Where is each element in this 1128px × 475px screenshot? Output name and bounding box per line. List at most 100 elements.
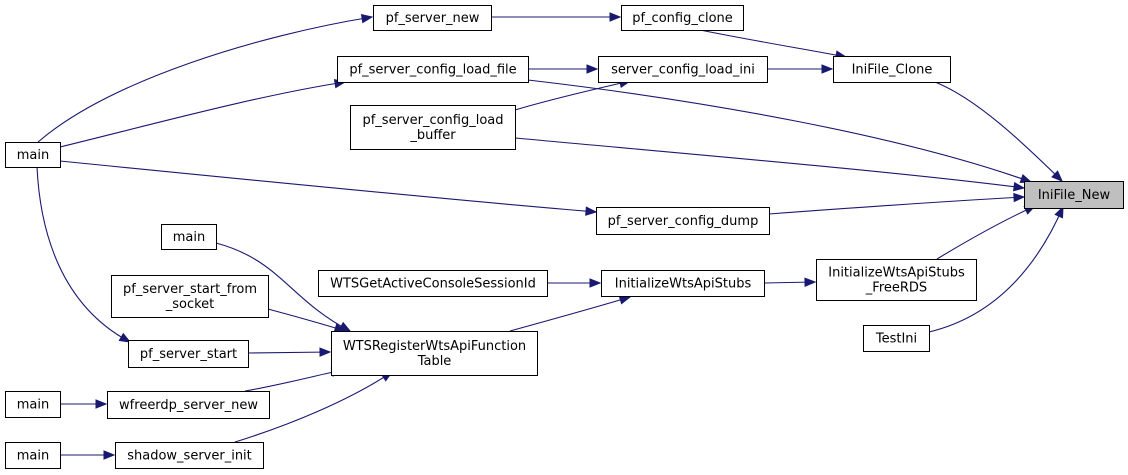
edge-line-pf_config_clone-to-inifile_clone [699, 29, 847, 58]
edge-main_left-to-pf_server_config_load_file [59, 78, 347, 148]
node-box [373, 5, 492, 31]
arrowhead-pf_server_config_load_buffer-to-inifile_new [1012, 181, 1026, 192]
arrowhead-main_left-to-pf_server_start [118, 332, 132, 343]
node-box [128, 340, 249, 368]
node-label: pf_server_new [386, 11, 480, 26]
node-testini[interactable]: TestIni [863, 325, 930, 352]
node-wfreerdp_server_new[interactable]: wfreerdp_server_new [107, 391, 270, 419]
arrowhead-pf_server_new-to-pf_config_clone [609, 12, 622, 22]
node-inifile_clone[interactable]: IniFile_Clone [833, 56, 951, 83]
node-pf_server_start[interactable]: pf_server_start [128, 340, 249, 368]
node-box [331, 331, 538, 376]
arrowhead-pf_server_config_dump-to-inifile_new [1013, 192, 1026, 203]
edge-initializewtsapistubs_freerds-to-inifile_new [936, 205, 1037, 260]
edge-line-wfreerdp_server_new-to-wtsregisterwtsapifunctiontable [244, 369, 343, 392]
node-label: pf_server_config_load_file [349, 63, 516, 78]
node-pf_server_new[interactable]: pf_server_new [373, 5, 492, 31]
node-box [337, 56, 529, 83]
edge-line-main_mid-to-wtsregisterwtsapifunctiontable [215, 242, 351, 332]
node-pf_config_clone[interactable]: pf_config_clone [621, 5, 744, 31]
node-label: _buffer [409, 128, 456, 143]
node-box [596, 207, 770, 235]
arrowhead-main_left-to-pf_server_config_dump [585, 206, 598, 216]
edge-line-shadow_server_init-to-wtsregisterwtsapifunctiontable [234, 371, 393, 443]
arrowhead-pf_server_config_load_file-to-server_config_load_ini [586, 64, 599, 74]
node-label: _socket [165, 297, 215, 312]
edge-pf_server_start_from_socket-to-wtsregisterwtsapifunctiontable [267, 308, 347, 333]
node-label: server_config_load_ini [611, 63, 755, 78]
edge-line-pf_server_config_dump-to-inifile_new [768, 196, 1025, 215]
node-label: _FreeRDS [865, 281, 927, 296]
node-initializewtsapistubs_freerds[interactable]: InitializeWtsApiStubs_FreeRDS [816, 259, 977, 301]
node-label: pf_server_config_dump [608, 214, 759, 229]
arrowhead-inifile_clone-to-inifile_new [1051, 170, 1063, 182]
node-label: pf_config_clone [632, 11, 733, 26]
edge-line-main_left-to-pf_server_config_dump [59, 160, 597, 213]
node-label: WTSGetActiveConsoleSessionId [330, 277, 536, 292]
node-label: InitializeWtsApiStubs [828, 266, 965, 281]
node-inifile_new[interactable]: IniFile_New [1024, 181, 1124, 209]
node-pf_server_config_load_buffer[interactable]: pf_server_config_load_buffer [350, 105, 516, 150]
edge-testini-to-inifile_new [928, 205, 1064, 333]
node-label: IniFile_Clone [852, 63, 933, 78]
node-pf_server_start_from_socket[interactable]: pf_server_start_from_socket [111, 275, 269, 318]
edge-line-main_left-to-pf_server_new [37, 16, 373, 143]
node-main_bottom1[interactable]: main [5, 391, 61, 418]
node-label: Table [417, 354, 452, 369]
node-main_mid[interactable]: main [161, 224, 217, 250]
edge-wtsregisterwtsapifunctiontable-to-initializewtsapistubs [509, 295, 632, 332]
nodes-layer: main pf_server_new pf_config_clone pf_serve… [5, 5, 1124, 469]
node-pf_server_config_load_file[interactable]: pf_server_config_load_file [337, 56, 529, 83]
arrowhead-server_config_load_ini-to-inifile_clone [821, 64, 834, 74]
edge-inifile_clone-to-inifile_new [934, 81, 1063, 182]
node-label: InitializeWtsApiStubs [615, 277, 752, 292]
node-box [5, 142, 61, 168]
edge-line-initializewtsapistubs_freerds-to-inifile_new [936, 205, 1036, 260]
node-label: WTSRegisterWtsApiFunction [343, 339, 526, 354]
node-box [350, 105, 516, 150]
node-initializewtsapistubs[interactable]: InitializeWtsApiStubs [601, 270, 765, 297]
node-box [107, 391, 270, 419]
node-label: pf_server_start [140, 347, 237, 362]
edge-line-main_left-to-pf_server_config_load_file [59, 81, 346, 148]
node-shadow_server_init[interactable]: shadow_server_init [115, 442, 264, 469]
edge-wtsgetactiveconsolesessionid-to-initializewtsapistubs [547, 278, 602, 288]
node-box [598, 56, 768, 83]
edge-main_left-to-pf_server_config_dump [59, 160, 598, 216]
edge-line-pf_server_config_load_file-to-inifile_new [527, 79, 1032, 183]
focus-node-box [1024, 181, 1124, 209]
node-label: TestIni [875, 332, 917, 347]
edge-initializewtsapistubs-to-initializewtsapistubs_freerds [763, 277, 817, 287]
edge-line-main_left-to-pf_server_start [36, 166, 131, 343]
edge-pf_server_config_dump-to-inifile_new [768, 192, 1026, 215]
arrowhead-main_bottom1-to-wfreerdp_server_new [95, 399, 108, 409]
node-server_config_load_ini[interactable]: server_config_load_ini [598, 56, 768, 83]
node-wtsgetactiveconsolesessionid[interactable]: WTSGetActiveConsoleSessionId [318, 270, 548, 297]
edge-line-pf_server_config_load_buffer-to-inifile_new [514, 137, 1025, 189]
arrowhead-main_left-to-pf_server_new [360, 14, 374, 24]
edge-line-pf_server_start_from_socket-to-wtsregisterwtsapifunctiontable [267, 308, 346, 332]
node-box [863, 325, 930, 352]
edge-pf_server_config_load_buffer-to-server_config_load_ini [514, 78, 632, 111]
edge-pf_config_clone-to-inifile_clone [699, 29, 848, 60]
edge-line-testini-to-inifile_new [928, 206, 1064, 333]
edge-server_config_load_ini-to-inifile_clone [767, 64, 834, 74]
node-label: main [17, 398, 49, 413]
node-label: main [17, 449, 49, 464]
node-label: main [17, 148, 49, 163]
node-box [5, 442, 61, 469]
node-main_bottom2[interactable]: main [5, 442, 61, 469]
node-main_left[interactable]: main [5, 142, 61, 168]
arrowhead-wtsgetactiveconsolesessionid-to-initializewtsapistubs [589, 278, 602, 288]
node-label: IniFile_New [1038, 188, 1111, 203]
node-pf_server_config_dump[interactable]: pf_server_config_dump [596, 207, 770, 235]
node-box [318, 270, 548, 297]
arrowhead-testini-to-inifile_new [1054, 205, 1064, 219]
edge-line-wtsregisterwtsapifunctiontable-to-initializewtsapistubs [509, 296, 631, 332]
node-box [601, 270, 765, 297]
edge-wfreerdp_server_new-to-wtsregisterwtsapifunctiontable [244, 367, 344, 392]
node-box [816, 259, 977, 301]
